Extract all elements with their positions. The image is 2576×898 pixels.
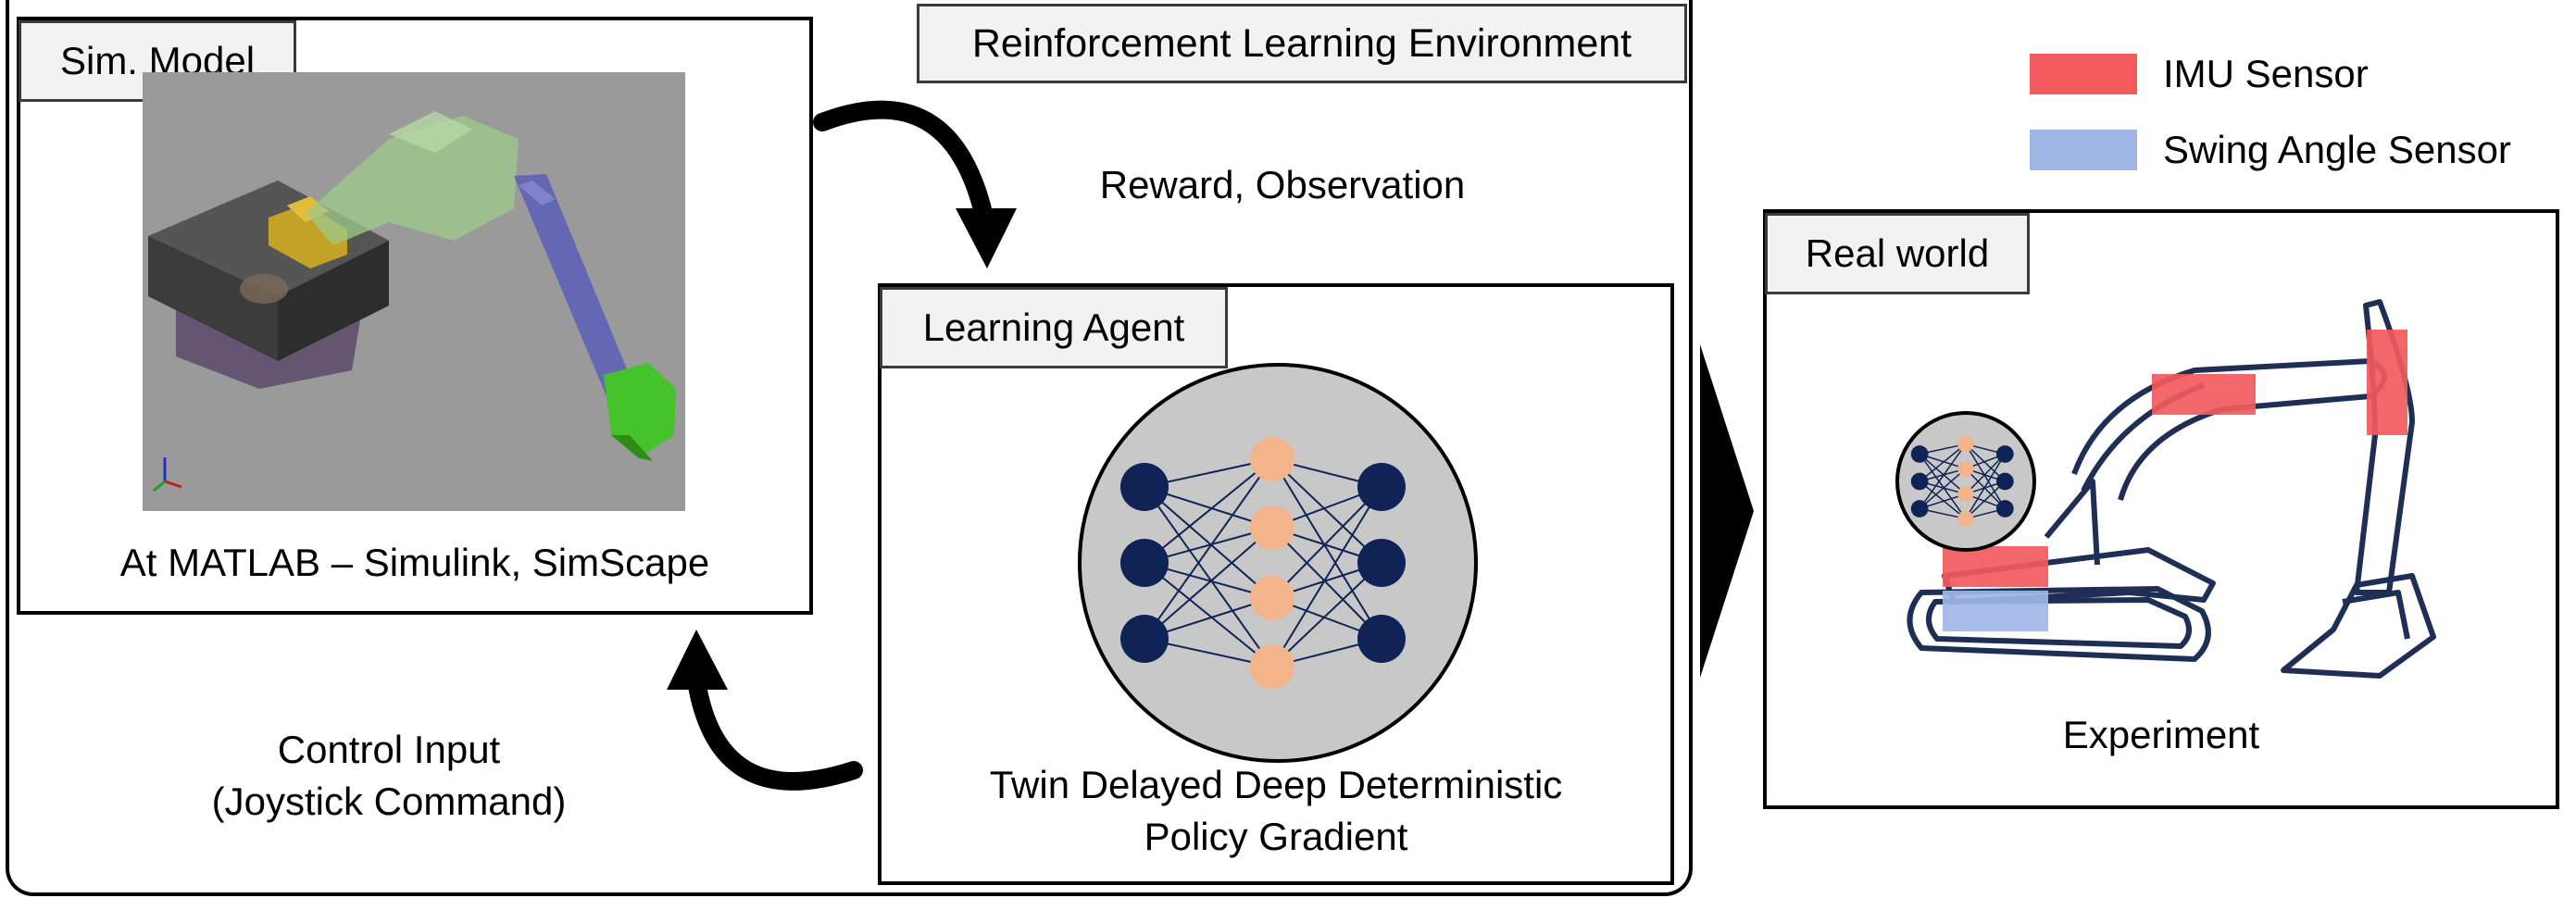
imu-sensor-body xyxy=(1943,546,2048,587)
nn-node xyxy=(1120,615,1169,663)
swing-angle-sensor xyxy=(1943,591,2048,631)
legend-label-imu: IMU Sensor xyxy=(2163,52,2369,95)
nn-node xyxy=(1995,445,2014,463)
nn-node xyxy=(1957,510,1974,527)
nn-link xyxy=(1144,458,1273,564)
nn-node xyxy=(1250,644,1294,689)
neural-network-icon xyxy=(1078,363,1478,763)
imu-sensor-arm xyxy=(2367,330,2407,435)
nn-node xyxy=(1357,539,1406,587)
nn-node xyxy=(1995,472,2014,491)
nn-node xyxy=(1357,615,1406,663)
nn-link xyxy=(1965,468,2006,510)
legend-label-swing: Swing Angle Sensor xyxy=(2163,128,2511,171)
nn-link xyxy=(1965,454,2006,519)
legend-swatch-imu xyxy=(2030,54,2137,94)
nn-node xyxy=(1957,436,1974,453)
imu-sensor-boom xyxy=(2152,374,2256,415)
nn-node xyxy=(1995,500,2014,518)
control-input-sub-label: (Joystick Command) xyxy=(211,780,567,823)
nn-link xyxy=(1271,562,1382,667)
nn-node xyxy=(1957,460,1974,477)
nn-link xyxy=(1919,443,1967,509)
nn-node xyxy=(1910,500,1929,518)
nn-link xyxy=(1919,443,1967,482)
agent-caption-line1: Twin Delayed Deep Deterministic xyxy=(989,763,1563,806)
control-curved-arrow-icon xyxy=(667,630,863,791)
control-input-label: Control Input xyxy=(277,728,501,771)
mini-neural-network-icon xyxy=(1895,411,2036,552)
nn-link xyxy=(1144,562,1273,667)
reward-observation-label: Reward, Observation xyxy=(1099,163,1466,206)
nn-node xyxy=(1957,486,1974,503)
real-world-caption: Experiment xyxy=(2062,713,2260,756)
nn-link xyxy=(1919,454,1967,519)
nn-link xyxy=(1271,527,1382,640)
nn-link xyxy=(1919,480,1967,519)
nn-node xyxy=(1910,445,1929,463)
agent-caption-line2: Policy Gradient xyxy=(1144,815,1408,858)
sim-excavator-icon xyxy=(148,111,676,493)
learning-agent-title: Learning Agent xyxy=(880,287,1228,368)
nn-node xyxy=(1250,576,1294,620)
sim-model-caption: At MATLAB – Simulink, SimScape xyxy=(119,541,710,584)
legend-swatch-swing xyxy=(2030,130,2137,170)
nn-link xyxy=(1271,458,1382,564)
nn-link xyxy=(1965,480,2006,519)
nn-link xyxy=(1271,486,1382,599)
nn-link xyxy=(1965,443,2006,482)
nn-link xyxy=(1919,468,1967,510)
nn-node xyxy=(1120,463,1169,511)
rl-environment-title: Reinforcement Learning Environment xyxy=(917,4,1687,83)
reward-curved-arrow-icon xyxy=(813,100,1017,268)
nn-node xyxy=(1910,472,1929,491)
nn-node xyxy=(1250,505,1294,550)
nn-node xyxy=(1120,539,1169,587)
nn-link xyxy=(1965,453,2006,495)
nn-link xyxy=(1271,486,1382,667)
nn-link xyxy=(1144,486,1273,667)
nn-link xyxy=(1271,458,1382,640)
nn-node xyxy=(1250,437,1294,481)
nn-link xyxy=(1919,453,1967,495)
nn-link xyxy=(1144,527,1273,640)
nn-link xyxy=(1144,458,1273,640)
right-triangle-arrow-icon xyxy=(1700,344,1754,678)
real-excavator-icon xyxy=(1907,299,2436,679)
axis-triad-icon xyxy=(153,457,182,493)
real-world-panel xyxy=(1763,209,2559,809)
nn-node xyxy=(1357,463,1406,511)
nn-link xyxy=(1965,443,2006,509)
nn-link xyxy=(1144,486,1273,599)
real-world-title: Real world xyxy=(1765,213,2030,294)
